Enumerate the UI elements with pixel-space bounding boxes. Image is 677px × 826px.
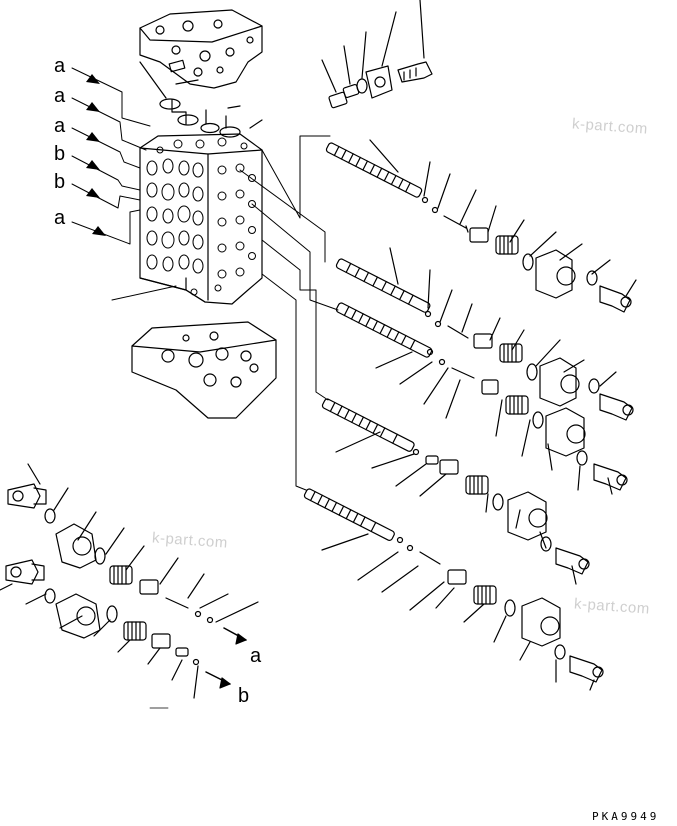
- spool-4-assembly: [321, 398, 590, 585]
- callout-label-a-1: a: [54, 55, 66, 77]
- top-cover: [139, 9, 263, 89]
- callout-label-a-4: a: [54, 207, 66, 229]
- main-valve-block: [139, 133, 263, 305]
- callout-label-b-1: b: [54, 143, 66, 165]
- callout-label-bottom-a: a: [250, 645, 262, 667]
- leader-lines: [239, 135, 339, 491]
- upper-right-plugs: [321, 0, 433, 109]
- callout-label-bottom-b: b: [238, 685, 250, 707]
- callout-label-b-2: b: [54, 171, 66, 193]
- drawing-code: PKA9949: [592, 810, 660, 823]
- lower-left-assembly-b: [0, 559, 231, 709]
- callout-label-a-2: a: [54, 85, 66, 107]
- spool-5-assembly: [303, 488, 604, 691]
- top-o-rings: [139, 61, 263, 138]
- bottom-cover: [131, 321, 277, 419]
- lower-left-assembly-a: [7, 463, 259, 645]
- spool-2-assembly: [335, 247, 634, 421]
- left-callout-arrows: [71, 67, 177, 301]
- spool-3-assembly: [335, 302, 628, 495]
- callout-label-a-3: a: [54, 115, 66, 137]
- spool-1-assembly: [325, 139, 637, 313]
